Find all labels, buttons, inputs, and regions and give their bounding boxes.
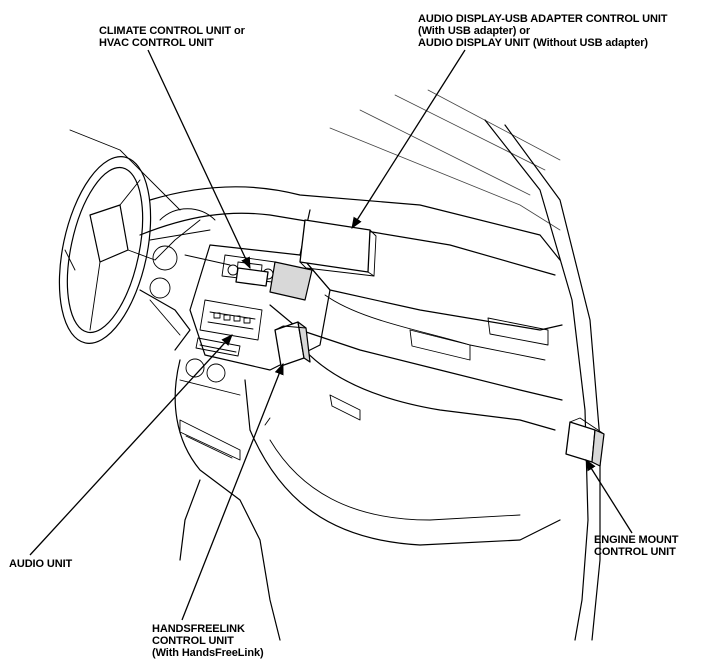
climate-label-line1: CLIMATE CONTROL UNIT or	[99, 25, 245, 37]
engine-mount-label-line1: ENGINE MOUNT	[594, 534, 679, 546]
center-stack	[179, 244, 331, 396]
climate-control-unit-label: CLIMATE CONTROL UNIT or HVAC CONTROL UNI…	[99, 25, 245, 49]
handsfreelink-unit-label: HANDSFREELINK CONTROL UNIT (With HandsFr…	[152, 623, 264, 659]
climate-label-line2: HVAC CONTROL UNIT	[99, 37, 214, 49]
audio-display-label-line1: AUDIO DISPLAY-USB ADAPTER CONTROL UNIT	[418, 13, 668, 25]
windshield-lines	[69, 89, 601, 641]
audio-unit-label: AUDIO UNIT	[9, 558, 72, 570]
handsfreelink-unit-module	[274, 321, 311, 367]
handsfreelink-label-line2: CONTROL UNIT	[152, 635, 234, 647]
audio-unit-label-line1: AUDIO UNIT	[9, 558, 73, 570]
leader-lines	[29, 49, 633, 621]
audio-display-label-line2: (With USB adapter) or	[418, 25, 531, 37]
handsfreelink-label-line3: (With HandsFreeLink)	[152, 647, 264, 659]
engine-mount-label-line2: CONTROL UNIT	[594, 546, 676, 558]
audio-display-label-line3: AUDIO DISPLAY UNIT (Without USB adapter)	[418, 37, 648, 49]
audio-display-unit-label: AUDIO DISPLAY-USB ADAPTER CONTROL UNIT (…	[418, 13, 668, 49]
engine-mount-unit-label: ENGINE MOUNT CONTROL UNIT	[594, 534, 678, 558]
steering-wheel	[58, 156, 231, 351]
audio-display-unit-module	[299, 219, 377, 277]
handsfreelink-label-line1: HANDSFREELINK	[152, 623, 245, 635]
